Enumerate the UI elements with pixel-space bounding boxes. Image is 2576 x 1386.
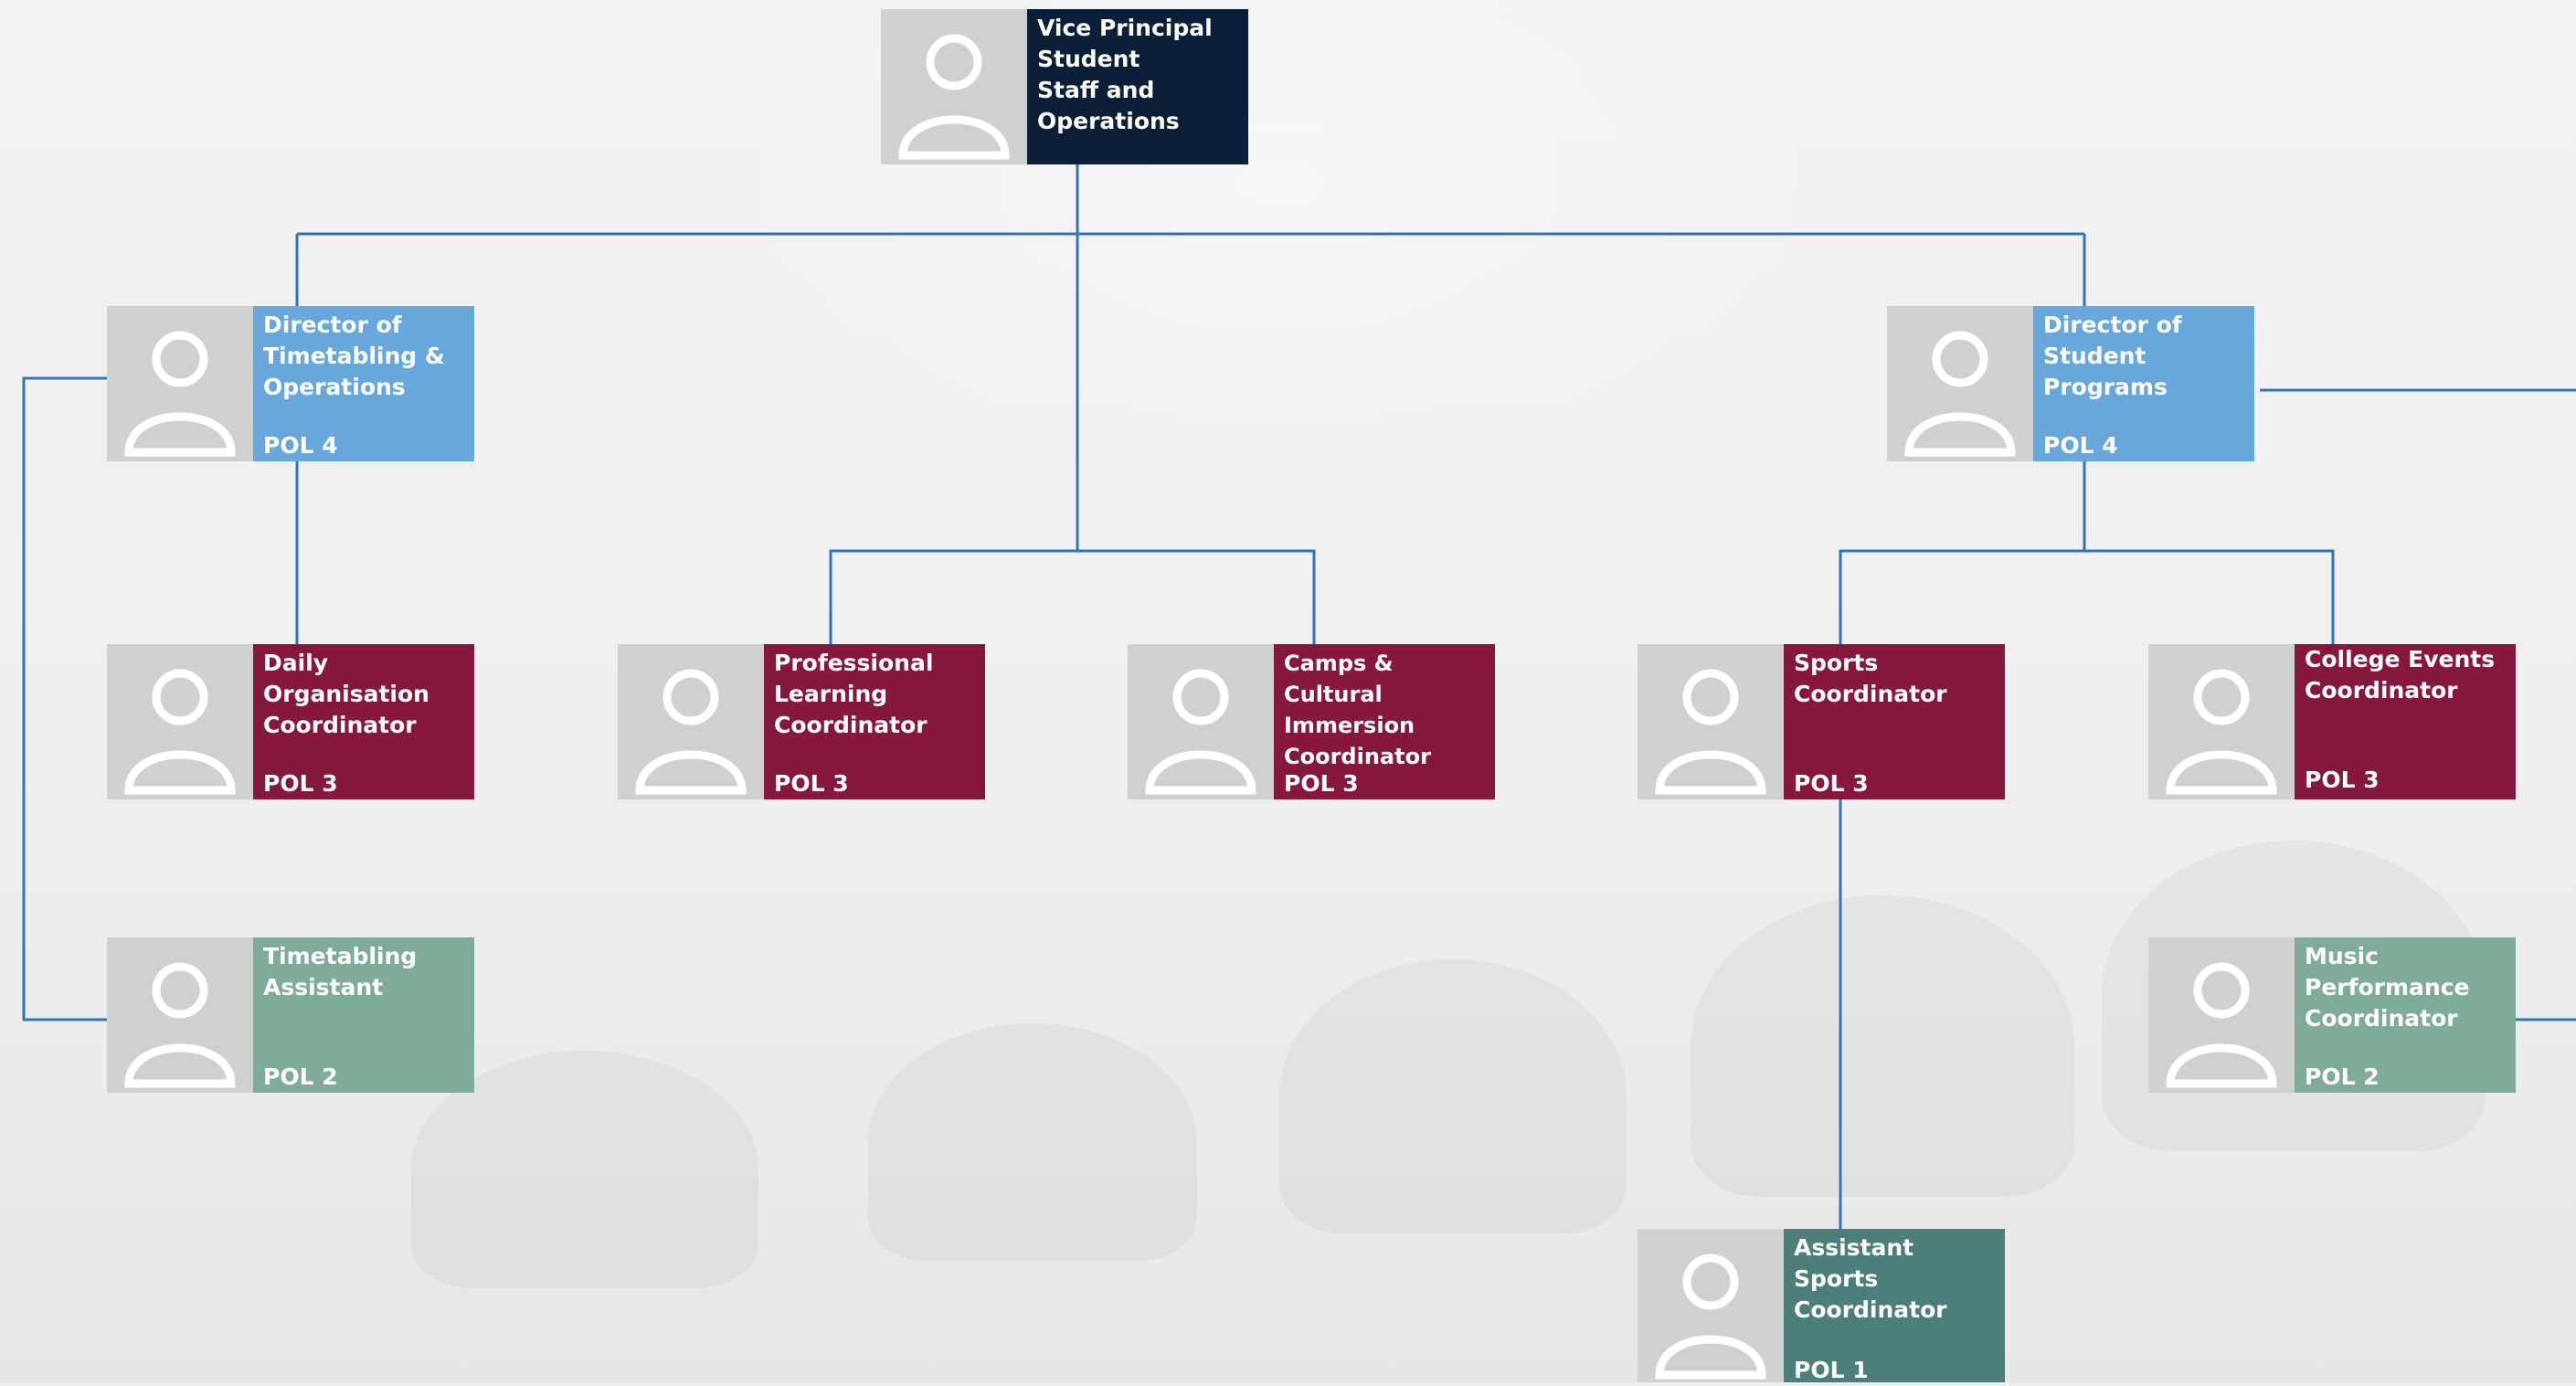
background-seat [1279, 959, 1627, 1233]
person-placeholder-icon [618, 644, 764, 799]
node-college-events-coordinator[interactable]: College Events Coordinator POL 3 [2148, 644, 2516, 799]
background-seat [868, 1023, 1197, 1261]
connector-line [1839, 549, 2335, 644]
node-assistant-sports-coordinator[interactable]: Assistant Sports Coordinator POL 1 [1638, 1229, 2005, 1383]
node-label: Professional Learning Coordinator POL 3 [764, 644, 985, 799]
node-title: Director of Timetabling & Operations [263, 312, 445, 400]
node-pol-level: POL 1 [1794, 1357, 1869, 1383]
node-title: Music Performance Coordinator [2305, 943, 2470, 1032]
node-pol-level: POL 3 [1794, 770, 1869, 797]
node-label: Assistant Sports Coordinator POL 1 [1784, 1229, 2005, 1383]
node-title: College Events Coordinator [2305, 646, 2496, 704]
node-pol-level: POL 3 [263, 770, 338, 797]
node-label: Director of Timetabling & Operations POL… [253, 306, 474, 461]
node-pol-level: POL 4 [263, 432, 338, 459]
person-placeholder-icon [1638, 644, 1784, 799]
node-title: Director of Student Programs [2043, 312, 2182, 400]
person-placeholder-icon [107, 644, 253, 799]
person-placeholder-icon [107, 306, 253, 461]
node-pol-level: POL 3 [774, 770, 849, 797]
person-placeholder-icon [107, 937, 253, 1093]
node-pol-level: POL 2 [2305, 1063, 2380, 1090]
person-placeholder-icon [1887, 306, 2033, 461]
node-label: College Events Coordinator POL 3 [2295, 644, 2516, 799]
node-title: Professional Learning Coordinator [774, 650, 934, 738]
node-timetabling-assistant[interactable]: Timetabling Assistant POL 2 [107, 937, 474, 1093]
node-label: Timetabling Assistant POL 2 [253, 937, 474, 1093]
node-pol-level: POL 4 [2043, 432, 2118, 459]
node-label: Director of Student Programs POL 4 [2033, 306, 2254, 461]
node-title: Sports Coordinator [1794, 650, 1947, 707]
person-placeholder-icon [1638, 1229, 1784, 1382]
node-label: Sports Coordinator POL 3 [1784, 644, 2005, 799]
node-title: Vice Principal Student Staff and Operati… [1037, 15, 1213, 134]
node-sports-coordinator[interactable]: Sports Coordinator POL 3 [1638, 644, 2005, 799]
node-pol-level: POL 2 [263, 1063, 338, 1090]
node-pol-level: POL 3 [1284, 770, 1359, 797]
person-placeholder-icon [2148, 644, 2295, 799]
node-label: Vice Principal Student Staff and Operati… [1027, 9, 1248, 164]
node-label: Camps & Cultural Immersion Coordinator P… [1274, 644, 1495, 799]
node-title: Camps & Cultural Immersion Coordinator [1284, 651, 1431, 769]
person-placeholder-icon [1128, 644, 1274, 799]
node-vice-principal[interactable]: Vice Principal Student Staff and Operati… [881, 9, 1248, 164]
node-label: Music Performance Coordinator POL 2 [2295, 937, 2516, 1093]
node-pol-level: POL 3 [2305, 767, 2380, 793]
node-daily-organisation-coordinator[interactable]: Daily Organisation Coordinator POL 3 [107, 644, 474, 799]
node-label: Daily Organisation Coordinator POL 3 [253, 644, 474, 799]
node-title: Assistant Sports Coordinator [1794, 1234, 1947, 1323]
node-professional-learning-coordinator[interactable]: Professional Learning Coordinator POL 3 [618, 644, 985, 799]
node-director-timetabling[interactable]: Director of Timetabling & Operations POL… [107, 306, 474, 461]
node-director-student-programs[interactable]: Director of Student Programs POL 4 [1887, 306, 2254, 461]
node-music-performance-coordinator[interactable]: Music Performance Coordinator POL 2 [2148, 937, 2516, 1093]
node-title: Daily Organisation Coordinator [263, 650, 429, 738]
background-seat [1691, 895, 2074, 1197]
node-title: Timetabling Assistant [263, 943, 418, 1000]
person-placeholder-icon [881, 9, 1027, 164]
connector-line [829, 549, 1316, 644]
person-placeholder-icon [2148, 937, 2295, 1093]
connector-line [22, 376, 107, 1021]
node-camps-cultural-coordinator[interactable]: Camps & Cultural Immersion Coordinator P… [1128, 644, 1495, 799]
